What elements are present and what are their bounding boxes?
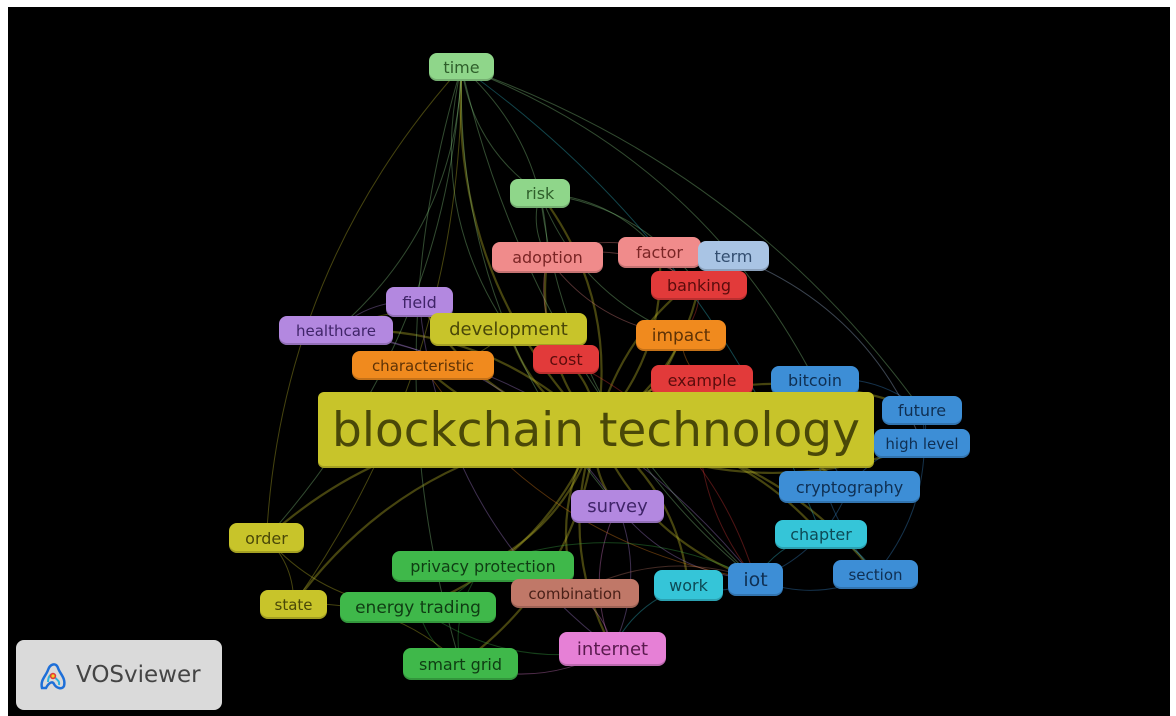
- node-label: risk: [525, 184, 555, 203]
- node-section[interactable]: section: [833, 560, 918, 589]
- node-label: field: [402, 292, 437, 312]
- node-blockchain-technology[interactable]: blockchain technology: [318, 392, 874, 468]
- node-label: impact: [651, 325, 711, 346]
- node-label: future: [897, 401, 947, 420]
- node-banking[interactable]: banking: [651, 271, 747, 300]
- node-label: term: [714, 246, 753, 266]
- node-label: survey: [587, 496, 648, 517]
- node-cryptography[interactable]: cryptography: [779, 471, 920, 503]
- node-energy-trading[interactable]: energy trading: [340, 592, 496, 623]
- node-chapter[interactable]: chapter: [775, 520, 867, 549]
- node-characteristic[interactable]: characteristic: [352, 351, 494, 380]
- node-label: smart grid: [419, 654, 502, 674]
- node-label: privacy protection: [410, 557, 556, 576]
- node-impact[interactable]: impact: [636, 320, 726, 351]
- node-label: section: [848, 565, 903, 584]
- link-time-risk: [461, 66, 541, 194]
- node-combination[interactable]: combination: [511, 579, 639, 608]
- node-smart-grid[interactable]: smart grid: [403, 648, 518, 680]
- link-time-adoption: [461, 66, 548, 258]
- node-term[interactable]: term: [698, 241, 769, 271]
- node-label: order: [245, 528, 288, 548]
- node-label: iot: [743, 568, 768, 591]
- node-label: development: [449, 319, 568, 340]
- node-high-level[interactable]: high level: [874, 429, 970, 458]
- node-label: adoption: [512, 248, 583, 267]
- node-bitcoin[interactable]: bitcoin: [771, 366, 859, 395]
- link-survey-internet: [612, 506, 632, 650]
- node-future[interactable]: future: [882, 396, 962, 425]
- link-order-time: [266, 66, 462, 539]
- node-iot[interactable]: iot: [728, 563, 783, 596]
- node-label: banking: [666, 276, 732, 295]
- node-label: work: [669, 576, 708, 595]
- node-label: internet: [576, 638, 649, 660]
- node-label: combination: [528, 584, 622, 603]
- node-survey[interactable]: survey: [571, 490, 664, 523]
- link-time-healthcare: [335, 66, 462, 331]
- node-label: time: [443, 57, 480, 77]
- node-label: healthcare: [296, 321, 376, 340]
- node-example[interactable]: example: [651, 365, 753, 395]
- node-label: characteristic: [371, 356, 475, 375]
- node-development[interactable]: development: [430, 313, 587, 346]
- vosviewer-logo: VOSviewer: [16, 640, 222, 710]
- vosviewer-logo-icon: [40, 663, 66, 690]
- node-factor[interactable]: factor: [618, 237, 701, 268]
- node-state[interactable]: state: [260, 590, 327, 619]
- node-internet[interactable]: internet: [559, 632, 666, 666]
- link-time-future: [461, 66, 923, 411]
- node-label: blockchain technology: [332, 402, 860, 458]
- node-label: cryptography: [795, 477, 904, 497]
- node-label: energy trading: [355, 597, 481, 618]
- node-adoption[interactable]: adoption: [492, 242, 603, 273]
- node-privacy-protection[interactable]: privacy protection: [392, 551, 574, 582]
- link-blockchain-technology-time: [459, 66, 597, 431]
- node-label: bitcoin: [787, 371, 843, 390]
- node-label: high level: [885, 434, 959, 453]
- node-label: cost: [549, 350, 583, 369]
- node-healthcare[interactable]: healthcare: [279, 316, 393, 345]
- link-time-bitcoin: [461, 66, 816, 381]
- node-risk[interactable]: risk: [510, 179, 570, 208]
- link-time-order: [266, 66, 462, 539]
- node-cost[interactable]: cost: [533, 345, 599, 374]
- node-label: state: [274, 595, 313, 614]
- node-time[interactable]: time: [429, 53, 494, 81]
- network-canvas[interactable]: time risk adoption factor term banking field he…: [8, 7, 1170, 716]
- node-work[interactable]: work: [654, 570, 723, 601]
- node-label: example: [667, 370, 737, 390]
- node-order[interactable]: order: [229, 523, 304, 553]
- vosviewer-logo-text: VOSviewer: [76, 662, 201, 688]
- link-time-development: [450, 66, 509, 330]
- node-label: chapter: [790, 525, 852, 544]
- link-state-time: [293, 66, 463, 605]
- node-label: factor: [636, 243, 683, 262]
